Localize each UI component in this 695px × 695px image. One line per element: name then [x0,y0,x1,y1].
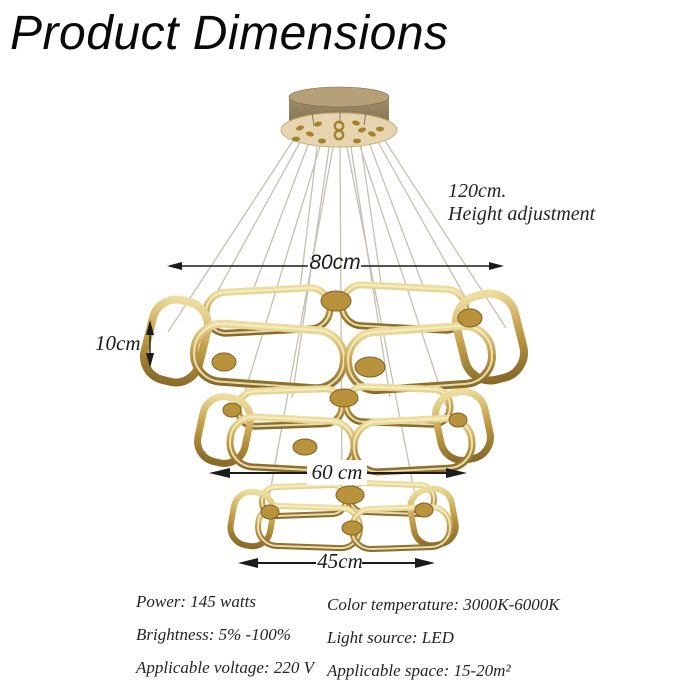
spec-brightness: Brightness: 5% -100% [136,625,291,644]
cable [239,139,323,409]
height-adjustment-value: 120cm. [448,180,507,202]
cable [345,141,417,501]
cable [349,140,391,398]
cable [339,141,343,493]
arrow-head [209,468,230,478]
specs-column-left: Power: 145 watts Brightness: 5% -100% Ap… [136,592,314,691]
width-arrow-80cm [167,262,504,270]
link-connector [341,520,363,536]
cable [359,138,383,290]
spec-light-source: Light source: LED [327,628,454,647]
spec-power: Power: 145 watts [136,592,256,611]
ring-tier-bottom-45cm [227,480,459,553]
middle-ring-width-label: 60 cm [307,460,367,485]
height-arrow-10cm [146,320,154,368]
top-ring-width-label: 80cm [309,251,361,274]
cable [267,141,335,504]
cable [373,134,469,303]
arrow-head [489,262,504,270]
arrow-head [415,558,435,568]
ring-tier-top-80cm [140,281,528,395]
ring-tier-middle-60cm [194,383,494,476]
link-connector [260,504,280,520]
arrow-head [146,353,154,368]
arrow-head [167,262,182,270]
spec-color-temperature: Color temperature: 3000K-6000K [327,595,560,614]
cable [357,139,447,407]
cable [379,132,507,329]
cable [366,136,426,292]
height-adjustment-label: Height adjustment [448,203,596,225]
page-title: Product Dimensions [10,7,449,60]
link-connector [320,290,352,312]
ring-height-label: 10cm [95,331,141,355]
arrow-head [446,468,467,478]
height-adjustment-note: 120cm. Height adjustment [448,180,595,226]
arrow-head [238,558,258,568]
link-connector [292,438,318,456]
canopy-fittings [292,110,384,144]
link-connector [335,485,365,505]
ceiling-canopy [280,86,398,148]
chain-link [452,289,528,385]
spec-voltage: Applicable voltage: 220 V [136,658,314,677]
link-connector [457,308,483,328]
canopy-top [288,86,390,108]
link-connector [354,356,386,378]
link-connector [414,502,434,518]
spec-applicable-space: Applicable space: 15-20m² [327,661,511,680]
chain-link [227,488,277,550]
arrow-head [146,320,154,335]
link-connector [329,388,359,408]
cable [251,136,312,294]
link-connector [222,402,242,418]
cable [209,134,305,306]
bottom-ring-width-label: 45cm [317,549,363,573]
width-arrow-60cm [209,468,467,478]
suspension-cables [167,132,507,504]
chain-link [194,393,254,467]
width-arrow-45cm [238,558,435,568]
link-connector [448,412,468,428]
specs-column-right: Color temperature: 3000K-6000K Light sou… [327,595,560,694]
link-connector [211,352,237,372]
